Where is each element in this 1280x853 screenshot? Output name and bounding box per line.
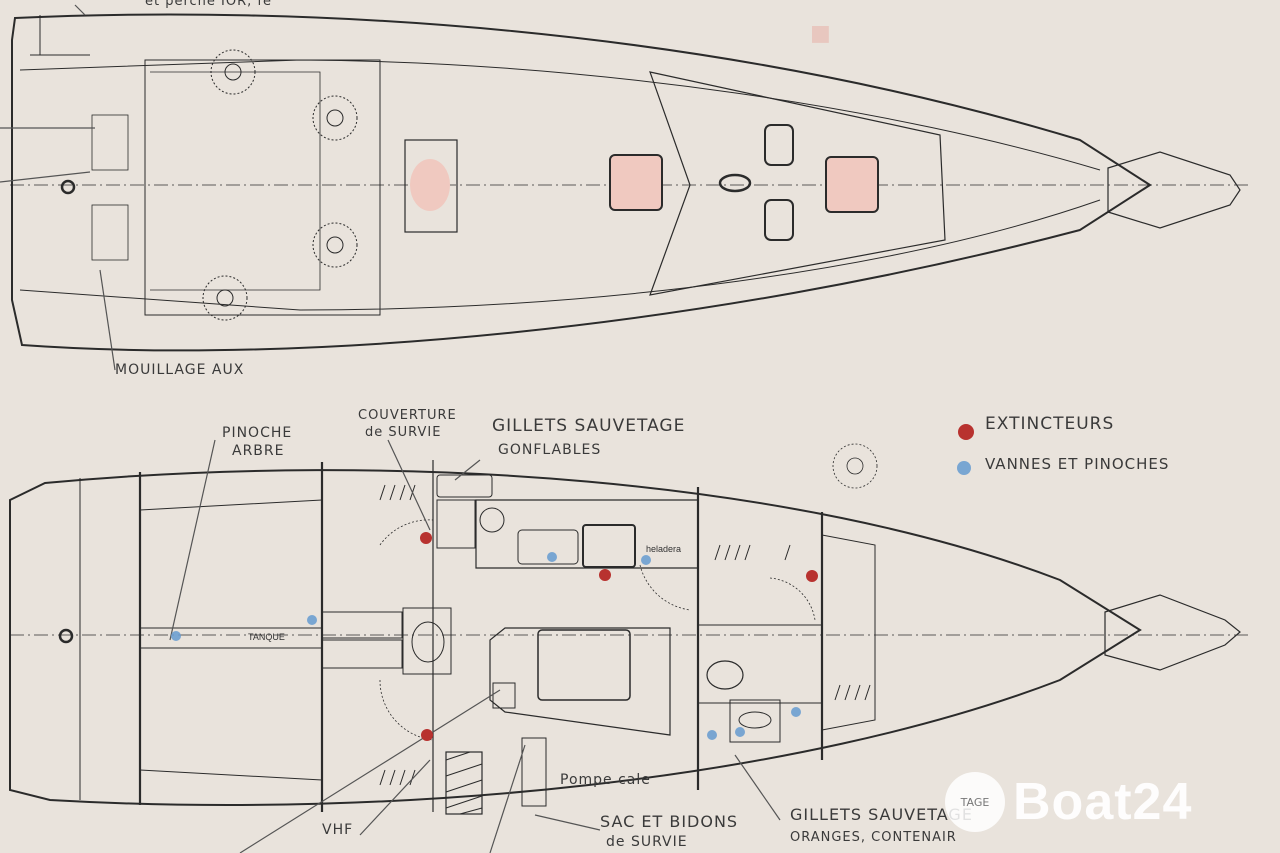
extinguisher-markers (420, 424, 974, 741)
valve-marker (641, 555, 651, 565)
extinguisher-marker (806, 570, 818, 582)
top-note-label: et perche IOR, fe (145, 0, 272, 9)
saloon-table (489, 627, 671, 736)
sac-bidons-label-2: de SURVIE (606, 834, 688, 850)
valve-marker (171, 631, 181, 641)
valve-markers (171, 461, 971, 740)
stove (582, 524, 636, 568)
de-survie-label: de SURVIE (365, 425, 442, 440)
valve-marker (791, 707, 801, 717)
gillets-oranges-label-2: ORANGES, CONTENAIR (790, 830, 957, 845)
tanque-label: TANQUE (248, 632, 285, 642)
hatch-aft (609, 154, 663, 211)
pompe-cale-label: Pompe cale (560, 772, 651, 788)
couverture-label: COUVERTURE (358, 408, 457, 423)
gillets-gonflables-label-2: GONFLABLES (498, 442, 602, 458)
legend-extinguisher-dot (958, 424, 974, 440)
galley-counter (475, 499, 699, 569)
winches (202, 49, 358, 321)
cockpit-outline (144, 59, 381, 316)
gillets-oranges-label-1: GILLETS SAUVETAGE (790, 805, 973, 824)
rudder-post-interior (58, 628, 74, 644)
valve-marker (547, 552, 557, 562)
valve-marker (307, 615, 317, 625)
watermark-badge: TAGE (945, 772, 1005, 832)
mast-step (718, 173, 752, 193)
legend-vannes-label: VANNES ET PINOCHES (985, 455, 1170, 473)
arbre-label: ARBRE (232, 443, 285, 459)
watermark-brand: Boat24 (1013, 773, 1193, 831)
companionway (404, 139, 458, 233)
cabin-top (649, 71, 946, 296)
storage-hatched (445, 751, 483, 815)
valve-marker (707, 730, 717, 740)
head (697, 624, 823, 704)
gillets-gonflables-label-1: GILLETS SAUVETAGE (492, 416, 686, 436)
extinguisher-marker (599, 569, 611, 581)
legend-extincteurs-label: EXTINCTEURS (985, 414, 1115, 434)
deck-plan (0, 4, 1250, 371)
hatch-fwd (825, 156, 879, 213)
rudder-post (60, 179, 76, 195)
heladera-label: heladera (646, 544, 682, 554)
sac-bidons-label-1: SAC ET BIDONS (600, 812, 739, 831)
bow-pulpit (1107, 151, 1241, 229)
interior-hull-outline (9, 469, 1142, 806)
extinguisher-marker (420, 532, 432, 544)
mouillage-label: MOUILLAGE AUX (115, 362, 245, 378)
tank (139, 627, 323, 649)
boat24-watermark: TAGE Boat24 (945, 772, 1192, 832)
bow-pulpit-interior (1104, 594, 1241, 671)
extinguisher-marker (421, 729, 433, 741)
valve-marker (735, 727, 745, 737)
pinoche-label: PINOCHE (222, 425, 293, 441)
legend-valve-dot (957, 461, 971, 475)
faint-stamp: ■ (810, 21, 831, 46)
vhf-label: VHF (322, 822, 354, 838)
interior-plan (9, 439, 1250, 853)
deck-hull-outline (11, 13, 1152, 352)
